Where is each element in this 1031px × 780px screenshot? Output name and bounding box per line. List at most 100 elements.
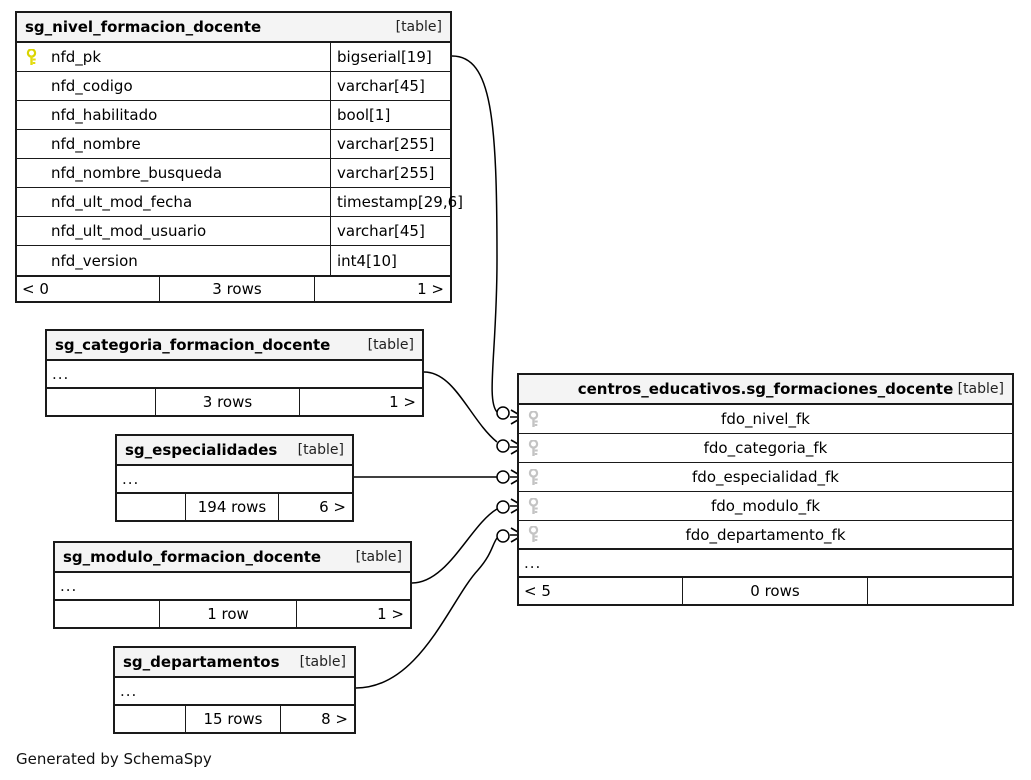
column-type: varchar[45] — [330, 217, 450, 245]
table-header: sg_modulo_formacion_docente [table] — [55, 543, 410, 573]
table-type-tag: [table] — [355, 549, 402, 565]
key-icon — [528, 497, 538, 514]
column-type: timestamp[29,6] — [330, 188, 463, 216]
column-name: fdo_categoria_fk — [703, 439, 828, 457]
table-row[interactable]: fdo_categoria_fk — [519, 434, 1012, 463]
column-type: bool[1] — [330, 101, 450, 129]
column-name: nfd_ult_mod_usuario — [51, 222, 207, 240]
table-header: sg_departamentos [table] — [115, 648, 354, 678]
table-sg-modulo-formacion-docente[interactable]: sg_modulo_formacion_docente [table] ... … — [53, 541, 412, 629]
no-key-placeholder — [17, 159, 45, 187]
table-row[interactable]: nfd_codigo varchar[45] — [17, 72, 450, 101]
table-type-tag: [table] — [395, 19, 442, 35]
footer-children-count[interactable]: 6 > — [319, 498, 346, 516]
edge-nivel-to-fdo-nivel-fk — [451, 55, 524, 425]
column-name: nfd_codigo — [51, 77, 133, 95]
table-name: sg_departamentos — [123, 653, 280, 671]
key-icon — [528, 468, 538, 485]
table-footer: 15 rows 8 > — [115, 706, 354, 732]
table-row[interactable]: fdo_departamento_fk — [519, 521, 1012, 550]
edge-categoria-to-fdo-categoria-fk — [423, 371, 524, 455]
table-sg-departamentos[interactable]: sg_departamentos [table] ... 15 rows 8 > — [113, 646, 356, 734]
table-row[interactable]: fdo_nivel_fk — [519, 405, 1012, 434]
foreign-key-icon — [519, 405, 547, 433]
collapsed-columns-indicator[interactable]: ... — [115, 678, 354, 706]
footer-parents-count[interactable] — [117, 494, 185, 520]
table-sg-especialidades[interactable]: sg_especialidades [table] ... 194 rows 6… — [115, 434, 354, 522]
table-row[interactable]: nfd_nombre_busqueda varchar[255] — [17, 159, 450, 188]
table-row[interactable]: nfd_habilitado bool[1] — [17, 101, 450, 130]
edge-especialidades-to-fdo-especialidad-fk — [354, 469, 524, 485]
footer-children-count[interactable]: 8 > — [321, 710, 348, 728]
table-type-tag: [table] — [957, 381, 1004, 397]
key-icon — [528, 439, 538, 456]
column-name: fdo_departamento_fk — [685, 525, 846, 544]
column-type: bigserial[19] — [330, 43, 450, 71]
table-centros-educativos-sg-formaciones-docente[interactable]: centros_educativos.sg_formaciones_docent… — [517, 373, 1014, 606]
collapsed-columns-indicator[interactable]: ... — [47, 361, 422, 389]
column-name: fdo_modulo_fk — [710, 497, 821, 515]
table-row[interactable]: nfd_version int4[10] — [17, 246, 450, 275]
footer-parents-count[interactable]: < 5 — [524, 582, 551, 600]
primary-key-icon — [17, 43, 45, 71]
footer-parents-count[interactable]: < 0 — [22, 280, 49, 298]
footer-children-count[interactable]: 1 > — [389, 393, 416, 411]
footer-row-count: 0 rows — [682, 578, 868, 604]
table-header: sg_categoria_formacion_docente [table] — [47, 331, 422, 361]
table-footer: 194 rows 6 > — [117, 494, 352, 520]
column-name: fdo_especialidad_fk — [692, 468, 839, 486]
foreign-key-icon — [519, 434, 547, 462]
no-key-placeholder — [17, 130, 45, 158]
no-key-placeholder — [17, 101, 45, 129]
foreign-key-icon — [519, 521, 547, 548]
no-key-placeholder — [17, 217, 45, 245]
no-key-placeholder — [17, 246, 45, 275]
table-row[interactable]: nfd_ult_mod_usuario varchar[45] — [17, 217, 450, 246]
collapsed-columns-indicator[interactable]: ... — [117, 466, 352, 494]
footer-children-count[interactable] — [868, 578, 1012, 604]
key-icon — [26, 48, 36, 65]
column-type: varchar[255] — [330, 130, 450, 158]
collapsed-columns-indicator[interactable]: ... — [55, 573, 410, 601]
foreign-key-icon — [519, 492, 547, 520]
key-icon — [528, 526, 538, 542]
table-header: sg_nivel_formacion_docente [table] — [17, 13, 450, 43]
table-row[interactable]: fdo_especialidad_fk — [519, 463, 1012, 492]
column-name: nfd_habilitado — [51, 106, 158, 124]
footer-row-count: 15 rows — [185, 706, 281, 732]
table-row[interactable]: nfd_ult_mod_fecha timestamp[29,6] — [17, 188, 463, 217]
table-type-tag: [table] — [299, 654, 346, 670]
table-name: sg_especialidades — [125, 441, 278, 459]
table-footer: < 5 0 rows — [519, 578, 1012, 604]
table-row[interactable]: fdo_modulo_fk — [519, 492, 1012, 521]
table-footer: 3 rows 1 > — [47, 389, 422, 415]
column-name: nfd_nombre_busqueda — [51, 164, 223, 182]
footer-row-count: 1 row — [159, 601, 297, 627]
table-name: sg_nivel_formacion_docente — [25, 18, 262, 36]
footer-children-count[interactable]: 1 > — [417, 280, 444, 298]
no-key-placeholder — [17, 72, 45, 100]
table-row[interactable]: nfd_nombre varchar[255] — [17, 130, 450, 159]
column-name: nfd_version — [51, 251, 138, 270]
column-name: nfd_pk — [51, 48, 102, 66]
edge-modulo-to-fdo-modulo-fk — [411, 498, 524, 584]
foreign-key-icon — [519, 463, 547, 491]
footer-parents-count[interactable] — [115, 706, 185, 732]
footer-row-count: 3 rows — [155, 389, 300, 415]
column-type: varchar[255] — [330, 159, 450, 187]
column-type: int4[10] — [330, 246, 450, 275]
table-row[interactable]: nfd_pk bigserial[19] — [17, 43, 450, 72]
table-sg-nivel-formacion-docente[interactable]: sg_nivel_formacion_docente [table] nfd_p… — [15, 11, 463, 303]
footer-children-count[interactable]: 1 > — [377, 605, 404, 623]
footer-parents-count[interactable] — [55, 601, 159, 627]
footer-row-count: 3 rows — [159, 277, 315, 301]
footer-parents-count[interactable] — [47, 389, 155, 415]
collapsed-columns-indicator[interactable]: ... — [519, 550, 1012, 578]
table-name: sg_modulo_formacion_docente — [63, 548, 322, 566]
column-type: varchar[45] — [330, 72, 450, 100]
column-name: fdo_nivel_fk — [721, 410, 810, 428]
generated-by-caption: Generated by SchemaSpy — [16, 750, 212, 768]
table-footer: 1 row 1 > — [55, 601, 410, 627]
table-sg-categoria-formacion-docente[interactable]: sg_categoria_formacion_docente [table] .… — [45, 329, 424, 417]
